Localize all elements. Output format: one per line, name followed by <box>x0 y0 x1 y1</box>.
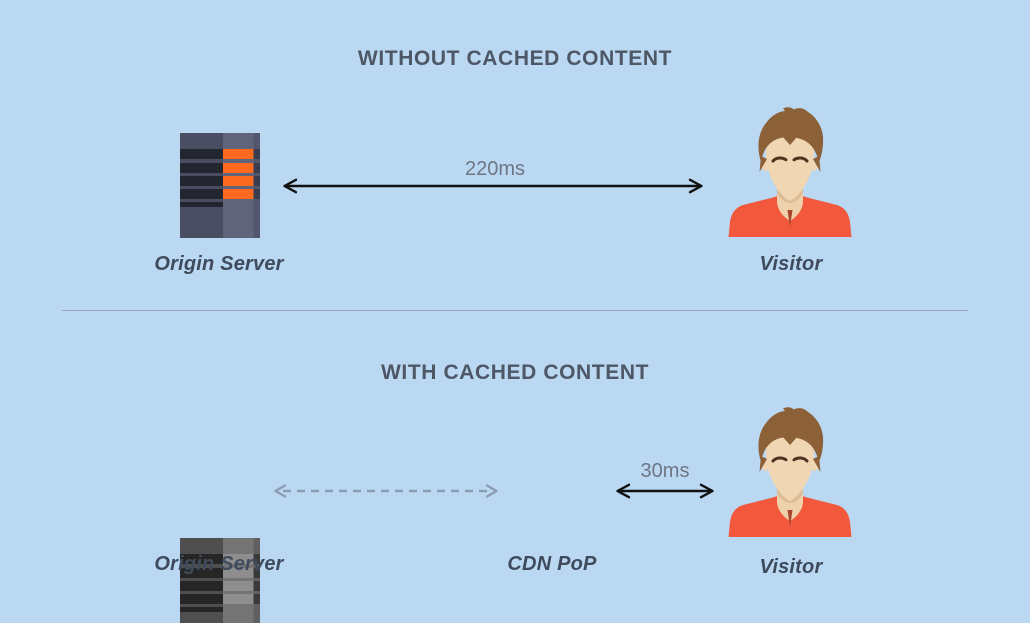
dashed-double-headed-arrow-icon <box>274 484 498 498</box>
double-headed-arrow-icon <box>616 483 714 499</box>
server-stripe <box>180 202 224 207</box>
server-stripe <box>180 568 260 578</box>
section-title-with-cache: WITH CACHED CONTENT <box>380 361 650 384</box>
server-stripe <box>180 163 260 173</box>
server-stripe <box>180 581 260 591</box>
visitor-label: Visitor <box>759 253 823 275</box>
section-divider <box>62 310 968 311</box>
cdn-pop-label: CDN PoP <box>507 553 597 575</box>
double-headed-arrow-icon <box>283 178 703 194</box>
server-stripe <box>180 149 260 159</box>
origin-server-label: Origin Server <box>154 253 284 275</box>
server-stripe <box>180 607 224 612</box>
visitor-label: Visitor <box>759 556 823 578</box>
server-stripe <box>180 554 260 564</box>
server-stripe <box>180 189 260 199</box>
latency-label-with-cache: 30ms <box>640 460 690 482</box>
visitor-avatar-icon <box>728 407 852 537</box>
origin-server-idle-icon <box>180 538 260 623</box>
origin-server-icon <box>180 133 260 238</box>
origin-server-label: Origin Server <box>154 553 284 575</box>
server-stripe <box>180 176 260 186</box>
section-title-without-cache: WITHOUT CACHED CONTENT <box>357 47 673 70</box>
visitor-avatar-icon <box>728 107 852 237</box>
latency-label-without-cache: 220ms <box>464 158 526 180</box>
server-stripe <box>180 594 260 604</box>
